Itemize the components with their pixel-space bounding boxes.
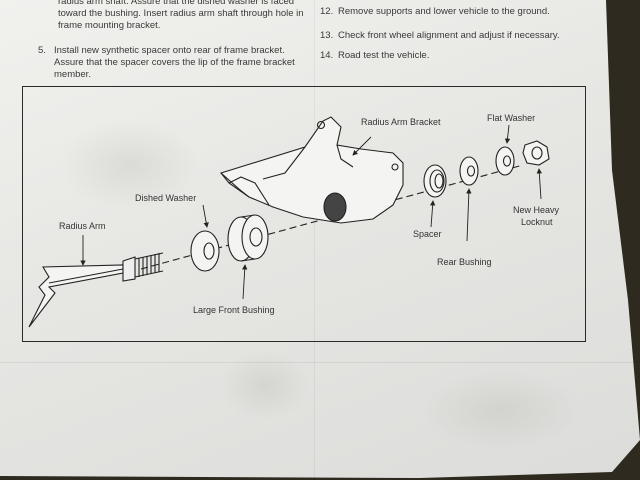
step-number: 13.	[320, 30, 334, 41]
label-spacer: Spacer	[413, 229, 442, 239]
step-4-line: radius arm shaft. Assure that the dished…	[58, 0, 295, 7]
radius-arm-bracket-part	[219, 116, 404, 224]
radius-arm-part	[28, 252, 164, 328]
label-radius-arm-bracket: Radius Arm Bracket	[361, 117, 441, 127]
locknut-part	[522, 140, 550, 166]
label-dished-washer: Dished Washer	[135, 193, 197, 203]
step-number: 12.	[320, 6, 334, 17]
exploded-parts-diagram: Radius Arm Dished Washer Large Front Bus…	[22, 86, 586, 342]
paper-stain	[420, 370, 580, 450]
large-front-bushing-part	[227, 214, 269, 262]
step-5-line: Install new synthetic spacer onto rear o…	[54, 45, 285, 56]
step-4-line: toward the bushing. Insert radius arm sh…	[58, 8, 304, 19]
dished-washer-part	[190, 230, 220, 272]
label-radius-arm: Radius Arm	[59, 221, 106, 231]
step-text: Check front wheel alignment and adjust i…	[338, 30, 560, 41]
label-rear-bushing: Rear Bushing	[437, 257, 492, 267]
step-number: 5.	[38, 45, 46, 56]
label-new-heavy: New Heavy	[513, 205, 560, 215]
step-5-line: Assure that the spacer covers the lip of…	[54, 57, 295, 68]
paper-stain	[60, 120, 200, 210]
step-4-line: frame mounting bracket.	[58, 20, 161, 31]
flat-washer-part	[495, 146, 515, 176]
step-5-line: member.	[54, 69, 91, 80]
paper-fold	[314, 0, 315, 480]
diagram-illustration	[28, 116, 550, 328]
paper-stain	[220, 350, 310, 420]
step-text: Road test the vehicle.	[338, 50, 430, 61]
leader-lines	[80, 124, 542, 300]
step-number: 14.	[320, 50, 334, 61]
label-flat-washer: Flat Washer	[487, 113, 536, 123]
label-locknut: Locknut	[521, 217, 553, 227]
spacer-part	[423, 164, 447, 198]
label-large-front-bushing: Large Front Bushing	[193, 305, 275, 315]
step-4-continued: radius arm shaft. Assure that the dished…	[38, 0, 306, 36]
rear-bushing-part	[459, 156, 479, 186]
paper-fold	[0, 362, 640, 363]
step-text: Remove supports and lower vehicle to the…	[338, 6, 550, 17]
